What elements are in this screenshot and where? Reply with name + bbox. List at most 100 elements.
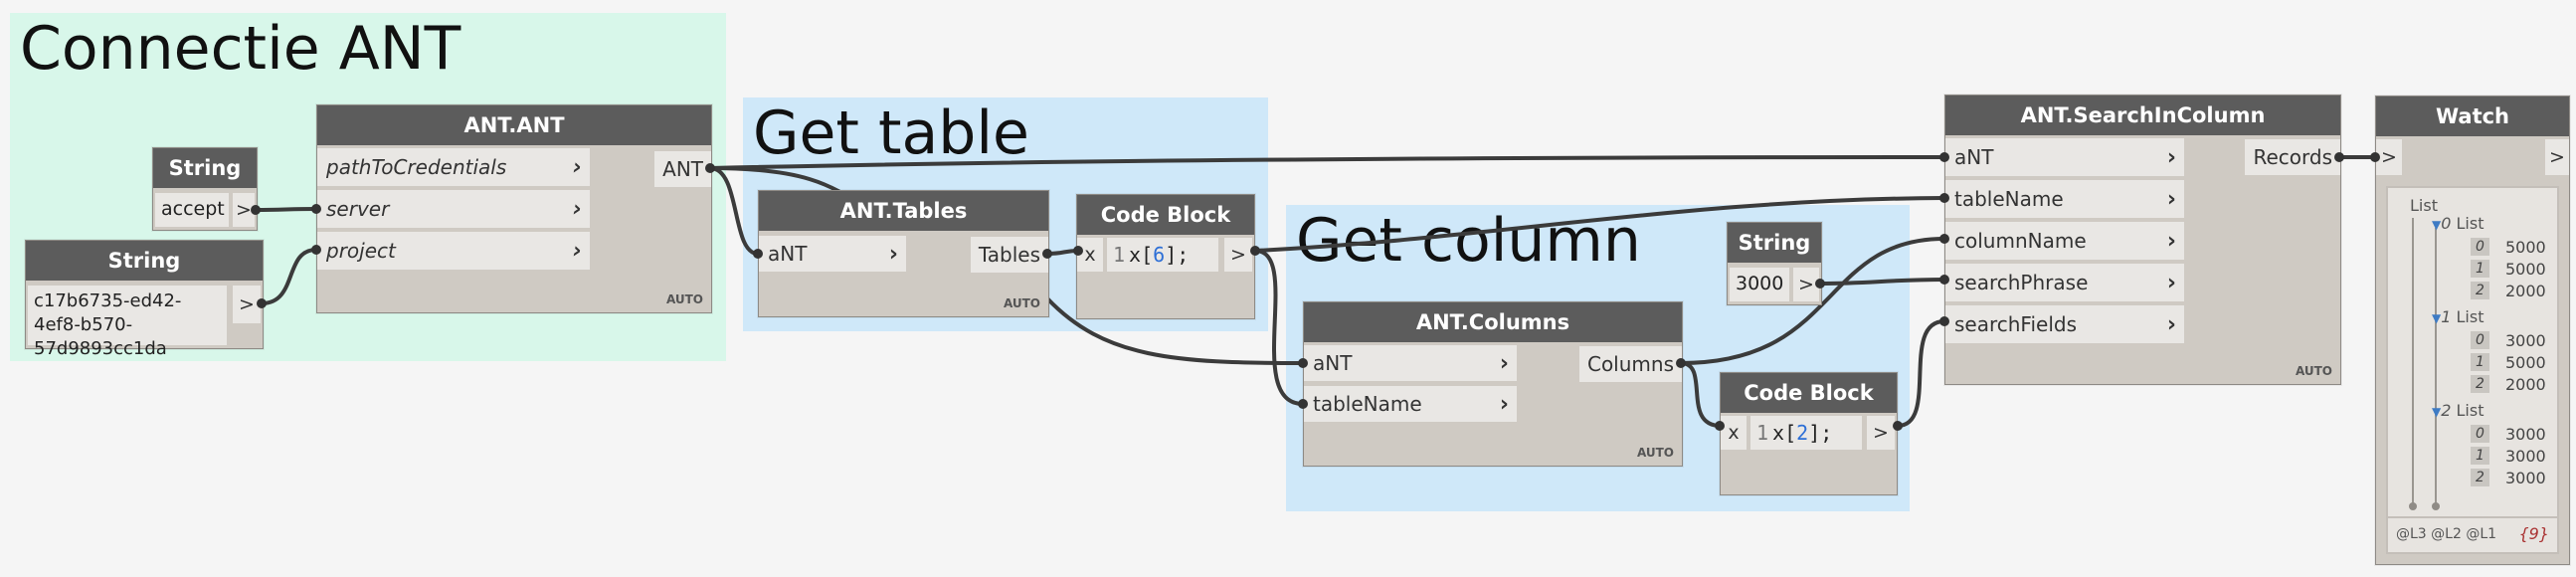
port-dot [753,249,763,259]
input-port-tablename[interactable]: tableName› [1945,180,2184,220]
sublist-label: List [2456,214,2484,233]
input-x[interactable]: x [1077,238,1105,272]
chevron-right-icon: › [572,238,582,264]
item-value: 3000 [2505,331,2546,350]
port-dot [1939,275,1949,285]
output-port-tables[interactable]: Tables [970,237,1048,273]
output-port-ant[interactable]: ANT [654,151,711,187]
port-label: tableName [1313,392,1422,416]
ant-ant-node[interactable]: ANT.ANT pathToCredentials› server› proje… [316,104,712,313]
input-port-columnname[interactable]: columnName› [1945,222,2184,262]
tree-line [2412,218,2414,506]
sublist-index: 2 [2441,401,2452,420]
output-arrow[interactable]: > [1791,268,1819,301]
port-label: pathToCredentials [326,155,507,179]
node-header[interactable]: ANT.Columns [1304,302,1682,342]
item-value: 5000 [2505,353,2546,372]
ant-tables-node[interactable]: ANT.Tables aNT› Tables AUTO [758,190,1049,317]
collapse-triangle-icon[interactable]: ▼ [2432,218,2442,232]
node-header[interactable]: String [26,241,263,281]
input-port-pathtocredentials[interactable]: pathToCredentials› [317,148,590,188]
node-header[interactable]: ANT.ANT [317,105,711,145]
input-port-tablename[interactable]: tableName› [1304,386,1517,424]
tree-line [2435,228,2437,506]
node-header[interactable]: ANT.SearchInColumn [1945,96,2340,135]
input-port-server[interactable]: server› [317,190,590,230]
port-label: searchPhrase [1954,271,2089,294]
input-port-searchphrase[interactable]: searchPhrase› [1945,264,2184,303]
port-dot [311,245,321,255]
code-post: ]; [1165,243,1190,267]
port-label: aNT [1954,145,1994,169]
sublist-header[interactable]: ▼0 List [2432,214,2484,233]
port-label: server [326,197,390,221]
string-value-input[interactable]: 3000 [1730,268,1789,301]
ant-columns-node[interactable]: ANT.Columns aNT› tableName› Columns AUTO [1303,301,1683,467]
output-port-columns[interactable]: Columns [1578,346,1682,382]
item-value: 5000 [2505,260,2546,279]
ant-searchincolumn-node[interactable]: ANT.SearchInColumn aNT› tableName› colum… [1944,95,2341,385]
port-dot [1250,246,1260,256]
group-title: Connectie ANT [20,14,461,84]
collapse-triangle-icon[interactable]: ▼ [2432,311,2442,325]
port-dot [1939,234,1949,244]
node-header[interactable]: Code Block [1077,195,1254,235]
string-node-guid[interactable]: String c17b6735-ed42-4ef8-b570-57d9893cc… [25,240,264,359]
node-header[interactable]: Code Block [1721,373,1897,413]
node-header[interactable]: Watch [2376,96,2569,136]
list-root-label: List [2410,196,2438,215]
watch-preview[interactable]: List ▼0 List 0 5000 1 5000 2 2000 ▼1 Lis… [2386,186,2559,554]
code-pre: x[ [1772,421,1797,445]
port-dot [1073,246,1083,256]
output-arrow[interactable]: > [1865,416,1895,450]
sublist-header[interactable]: ▼2 List [2432,401,2484,420]
port-dot [1676,358,1686,368]
port-dot [257,298,267,308]
item-index: 0 [2471,331,2489,349]
sublist-label: List [2456,401,2484,420]
string-node-accept[interactable]: String accept > [152,147,258,231]
input-port-ant[interactable]: aNT› [1945,138,2184,178]
output-arrow[interactable]: > [231,286,261,323]
collapse-triangle-icon[interactable]: ▼ [2432,405,2442,419]
input-port-ant[interactable]: aNT› [1304,345,1517,383]
output-port-records[interactable]: Records [2245,139,2340,175]
input-port-project[interactable]: project › [317,232,590,272]
node-header[interactable]: ANT.Tables [759,191,1048,231]
port-label: aNT [768,242,808,266]
string-value-input[interactable]: c17b6735-ed42-4ef8-b570-57d9893cc1da [28,286,227,359]
watch-input-arrow[interactable]: > [2376,139,2402,175]
port-dot [1893,421,1903,431]
auto-label: AUTO [1003,296,1040,310]
port-dot [1715,421,1725,431]
string-node-3000[interactable]: String 3000 > [1727,222,1822,305]
code-index: 6 [1153,243,1166,267]
input-port-searchfields[interactable]: searchFields› [1945,305,2184,345]
tree-node-end [2409,502,2417,510]
item-index: 0 [2471,425,2489,443]
watch-node[interactable]: Watch > > List ▼0 List 0 5000 1 5000 2 2… [2375,96,2570,565]
node-header[interactable]: String [1728,223,1821,263]
node-header[interactable]: String [153,148,257,188]
chevron-right-icon: › [1499,350,1509,376]
port-label: project [326,239,396,263]
tree-node-end [2432,502,2440,510]
sublist-header[interactable]: ▼1 List [2432,307,2484,326]
port-dot [1939,316,1949,326]
input-x[interactable]: x [1721,416,1748,450]
group-title: Get column [1296,206,1641,276]
item-count: {9} [2518,524,2549,543]
port-dot [311,204,321,214]
port-dot [705,163,715,173]
string-value-input[interactable]: accept [155,193,229,227]
auto-label: AUTO [2295,364,2332,378]
line-number: 1 [1756,421,1769,445]
input-port-ant[interactable]: aNT› [759,236,906,274]
line-number: 1 [1113,243,1126,267]
output-arrow[interactable]: > [1222,238,1252,272]
watch-output-arrow[interactable]: > [2543,139,2569,175]
